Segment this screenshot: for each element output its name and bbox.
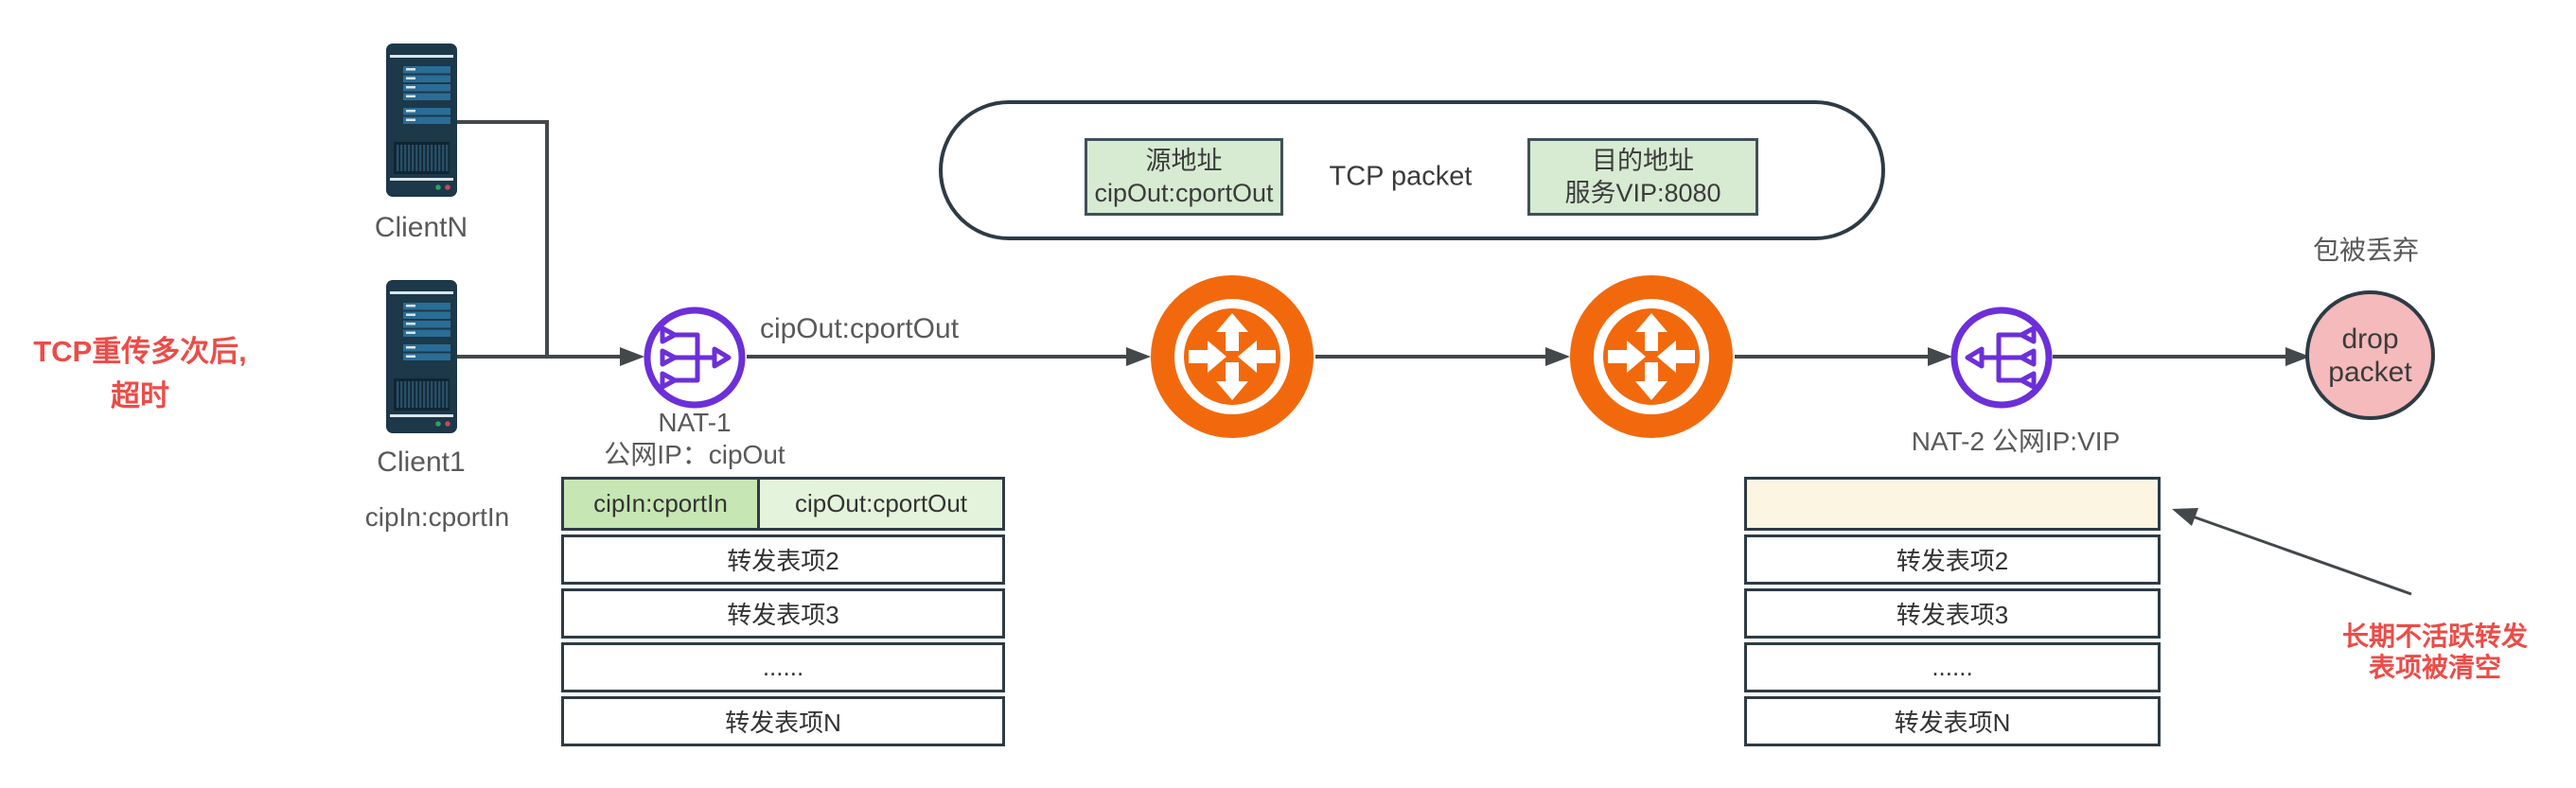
packet-dest-value: 服务VIP:8080 [1564, 179, 1721, 207]
drop-note-label: 包被丢弃 [2312, 236, 2420, 265]
packet-source-title: 源地址 [1145, 147, 1223, 175]
drop-packet-line1: drop [2341, 323, 2399, 355]
client-1-server-icon [386, 280, 457, 433]
table-row: 转发表项3 [1744, 588, 2161, 639]
nat1-name-label: NAT-1 [658, 408, 732, 437]
nat-1-icon [638, 301, 751, 414]
arrowhead-nat1-to-router1 [1126, 347, 1151, 366]
arrowhead-router2-to-nat2 [1928, 347, 1952, 366]
nat1-public-ip-label: 公网IP：cipOut [604, 440, 785, 469]
packet-source-box: 源地址 cipOut:cportOut [1085, 138, 1283, 216]
nat1-table-header-cell-in: cipIn:cportIn [564, 480, 760, 528]
cleared-note: 长期不活跃转发 表项被清空 [2342, 621, 2528, 683]
arrowhead-nat2-to-drop [2285, 347, 2310, 366]
tcp-packet-label: TCP packet [1329, 161, 1473, 192]
packet-source-value: cipOut:cportOut [1094, 179, 1274, 207]
nat2-label: NAT-2 公网IP:VIP [1911, 427, 2121, 456]
nat2-forwarding-table: 转发表项2 转发表项3 ...... 转发表项N [1744, 477, 2161, 746]
arrowhead-client1-to-nat1 [620, 347, 644, 366]
arrowhead-router1-to-router2 [1545, 347, 1570, 366]
annotation-arrow-line [2189, 514, 2412, 596]
client-1-label: Client1 [377, 447, 466, 478]
timeout-note: TCP重传多次后, 超时 [33, 329, 247, 418]
packet-dest-box: 目的地址 服务VIP:8080 [1527, 138, 1758, 216]
table-row: ...... [1744, 642, 2161, 692]
cleared-note-line2: 表项被清空 [2368, 653, 2502, 682]
table-row: 转发表项N [1744, 696, 2161, 746]
table-row: 转发表项2 [561, 534, 1005, 585]
router-2-icon [1566, 271, 1737, 442]
nat1-table-header-cell-out: cipOut:cportOut [760, 480, 1002, 528]
nat1-table-header-row: cipIn:cportIn cipOut:cportOut [561, 477, 1005, 531]
table-row: 转发表项3 [561, 588, 1005, 639]
arrowhead-annotation [2172, 508, 2198, 526]
tcp-packet-capsule: 源地址 cipOut:cportOut TCP packet 目的地址 服务VI… [939, 100, 1885, 240]
table-row: 转发表项2 [1744, 534, 2161, 585]
nat1-forwarding-table: cipIn:cportIn cipOut:cportOut 转发表项2 转发表项… [561, 477, 1005, 746]
table-row: 转发表项N [561, 696, 1005, 746]
cleared-note-line1: 长期不活跃转发 [2341, 622, 2529, 651]
cleared-entry-row [1744, 477, 2161, 531]
router-1-icon [1147, 271, 1317, 442]
drop-packet-circle: drop packet [2305, 290, 2435, 420]
connector-clientn-elbow [456, 120, 549, 357]
client-n-server-icon [386, 44, 457, 197]
flow-arrow-label: cipOut:cportOut [759, 313, 960, 344]
client-address-label: cipIn:cportIn [364, 502, 510, 532]
table-row: ...... [561, 642, 1005, 692]
packet-dest-title: 目的地址 [1592, 147, 1694, 175]
client-n-label: ClientN [374, 212, 468, 243]
timeout-note-line1: TCP重传多次后, [33, 335, 247, 368]
nat-2-icon [1945, 301, 2058, 414]
timeout-note-line2: 超时 [111, 379, 169, 412]
drop-packet-line2: packet [2328, 356, 2412, 388]
